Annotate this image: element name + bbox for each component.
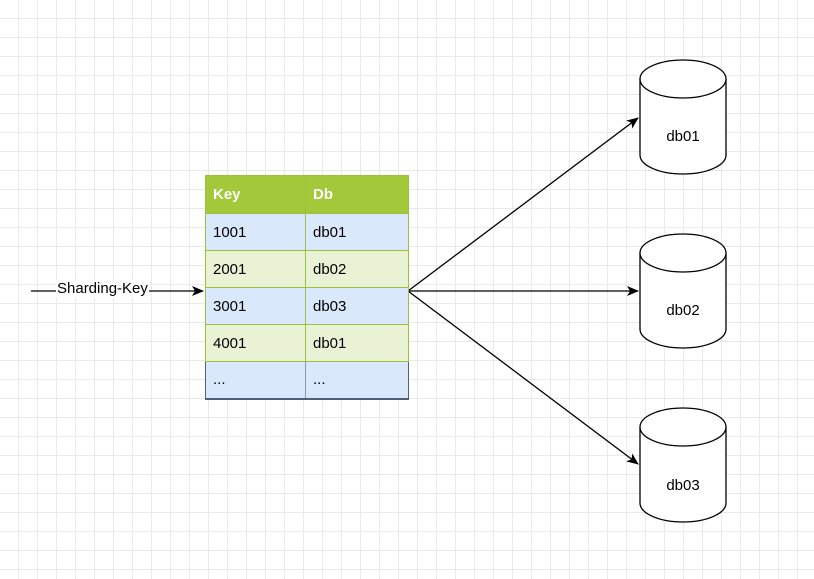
cell-key: 2001 — [205, 250, 306, 288]
cell-key: ... — [205, 361, 306, 400]
edge-to-db03[interactable] — [407, 290, 639, 465]
header-db: Db — [305, 175, 409, 214]
table-header-row: Key Db — [205, 175, 409, 214]
edge-to-db01[interactable] — [407, 117, 639, 292]
cell-key: 4001 — [205, 324, 306, 362]
header-key: Key — [205, 175, 306, 214]
db02-cylinder[interactable] — [639, 233, 727, 349]
db03-label: db03 — [666, 477, 700, 494]
cell-db: db03 — [305, 287, 409, 325]
cell-db: db01 — [305, 324, 409, 362]
db01-cylinder[interactable] — [639, 59, 727, 175]
db03-cylinder[interactable] — [639, 407, 727, 523]
cell-key: 3001 — [205, 287, 306, 325]
table-row[interactable]: 4001 db01 — [205, 324, 409, 362]
db02-label: db02 — [666, 302, 700, 319]
cell-key: 1001 — [205, 213, 306, 251]
cell-db: ... — [305, 361, 409, 400]
routing-table[interactable]: Key Db 1001 db01 2001 db02 3001 db03 400… — [205, 175, 409, 400]
cell-db: db02 — [305, 250, 409, 288]
table-row[interactable]: ... ... — [205, 361, 409, 400]
table-row[interactable]: 3001 db03 — [205, 287, 409, 325]
cell-db: db01 — [305, 213, 409, 251]
table-row[interactable]: 2001 db02 — [205, 250, 409, 288]
table-row[interactable]: 1001 db01 — [205, 213, 409, 251]
db01-label: db01 — [666, 128, 700, 145]
sharding-key-label: Sharding-Key — [56, 280, 149, 298]
